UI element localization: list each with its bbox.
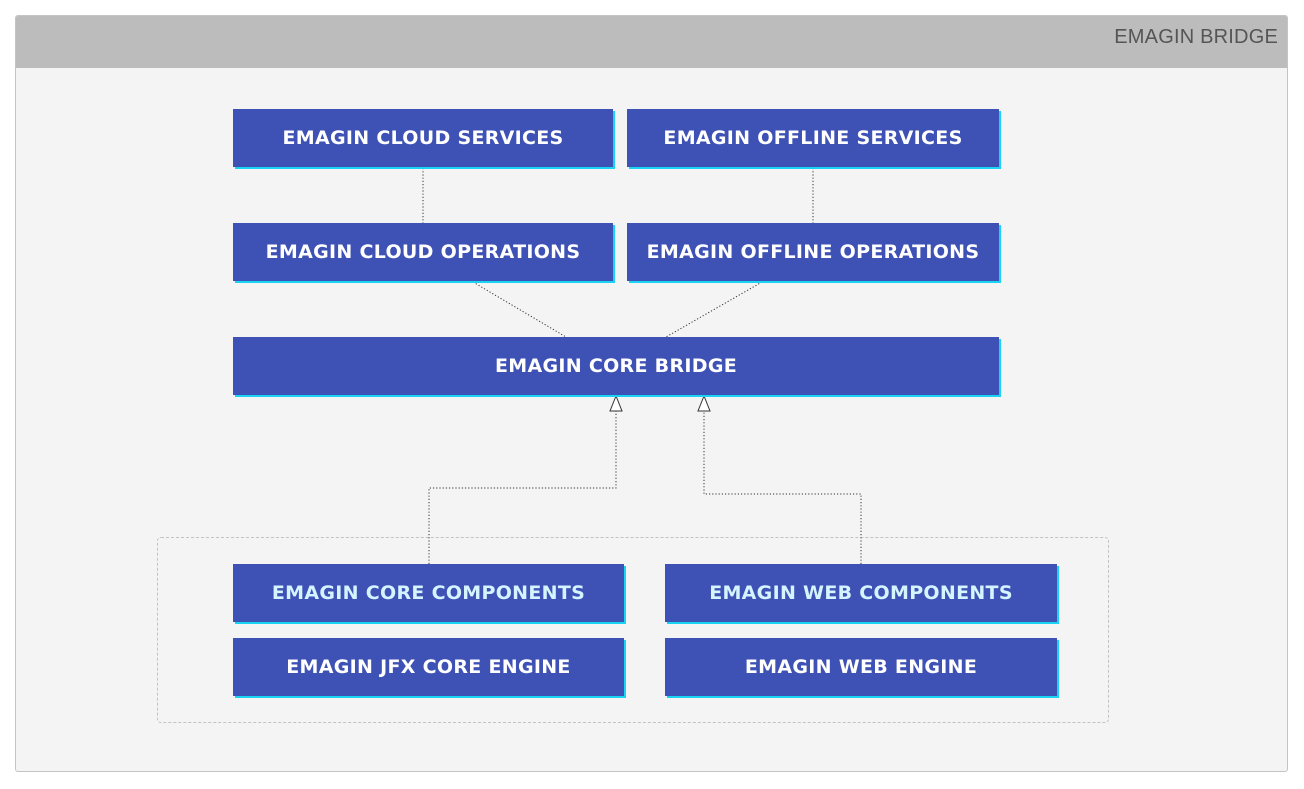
emagin-jfx-core-engine-node[interactable]: EMAGIN JFX CORE ENGINE <box>233 638 624 696</box>
emagin-web-components-node[interactable]: EMAGIN WEB COMPONENTS <box>665 564 1057 622</box>
emagin-offline-services-node[interactable]: EMAGIN OFFLINE SERVICES <box>627 109 999 167</box>
emagin-offline-operations-node[interactable]: EMAGIN OFFLINE OPERATIONS <box>627 223 999 281</box>
emagin-core-components-node[interactable]: EMAGIN CORE COMPONENTS <box>233 564 624 622</box>
panel-title: EMAGIN BRIDGE <box>1114 26 1278 48</box>
emagin-cloud-services-node[interactable]: EMAGIN CLOUD SERVICES <box>233 109 613 167</box>
emagin-web-engine-node[interactable]: EMAGIN WEB ENGINE <box>665 638 1057 696</box>
components-group <box>157 537 1109 723</box>
panel-header: EMAGIN BRIDGE <box>16 16 1287 68</box>
emagin-core-bridge-node[interactable]: EMAGIN CORE BRIDGE <box>233 337 999 395</box>
emagin-cloud-operations-node[interactable]: EMAGIN CLOUD OPERATIONS <box>233 223 613 281</box>
